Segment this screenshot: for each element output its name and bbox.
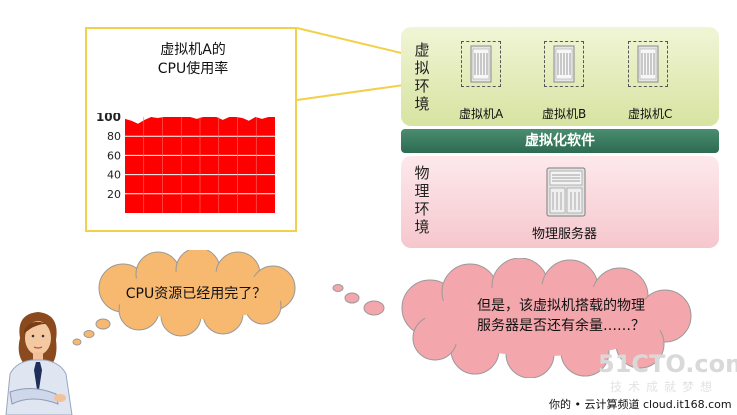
- right-cloud-line2: 服务器是否还有余量……？: [477, 318, 645, 334]
- server-icon: [637, 45, 659, 83]
- virtual-env-label-char: 境: [414, 95, 430, 113]
- virtual-environment-panel: 虚 拟 环 境 虚拟机A 虚拟机B: [401, 27, 719, 126]
- chart-title-line1: 虚拟机A的: [160, 42, 226, 58]
- server-icon: [470, 45, 492, 83]
- physical-env-label-char: 物: [414, 164, 430, 182]
- left-cloud-text: CPU资源已经用完了？: [125, 286, 267, 302]
- virtualization-software-layer: 虚拟化软件: [401, 129, 719, 153]
- virtual-env-label: 虚 拟 环 境: [413, 41, 431, 113]
- vm-a-selection[interactable]: [461, 41, 501, 87]
- y-tick-label: 80: [107, 130, 121, 143]
- y-tick-label: 20: [107, 188, 121, 201]
- thought-cloud-right: [332, 258, 692, 378]
- physical-environment-panel: 物 理 环 境 物理服务器: [401, 156, 719, 248]
- footer-credit: 你的 • 云计算频道 cloud.it168.com: [549, 398, 732, 411]
- physical-env-label-char: 环: [414, 200, 430, 218]
- physical-env-label-char: 境: [414, 218, 430, 236]
- virtual-env-label-char: 虚: [414, 41, 430, 59]
- cpu-area-chart: 100 80 60 40 20: [96, 113, 275, 213]
- chart-title: 虚拟机A的 CPU使用率: [87, 41, 299, 79]
- vm-b-selection[interactable]: [544, 41, 584, 87]
- physical-env-label-char: 理: [414, 182, 430, 200]
- physical-server-label: 物理服务器: [532, 227, 598, 242]
- physical-server-icon: [546, 167, 586, 217]
- cpu-usage-chart-panel: 虚拟机A的 CPU使用率 100 80 60 40 20: [85, 27, 297, 232]
- chart-title-line2: CPU使用率: [157, 61, 229, 77]
- thinking-woman-illustration: [5, 312, 73, 415]
- watermark-logo: 51CTO.com: [598, 350, 737, 378]
- virtual-env-label-char: 拟: [414, 59, 430, 77]
- virtual-env-label-char: 环: [414, 77, 430, 95]
- vm-c-label: 虚拟机C: [628, 107, 673, 121]
- physical-env-label: 物 理 环 境: [413, 164, 431, 236]
- right-cloud-line1: 但是，该虚拟机搭载的物理: [477, 298, 645, 314]
- y-tick-label: 40: [107, 169, 121, 182]
- vm-a-label: 虚拟机A: [459, 107, 504, 121]
- thought-cloud-left: [72, 250, 296, 346]
- vm-b-label: 虚拟机B: [542, 107, 587, 121]
- y-tick-label: 100: [96, 113, 121, 124]
- watermark-slogan: 技术成就梦想: [610, 380, 719, 394]
- y-tick-label: 60: [107, 149, 121, 162]
- vm-c-selection[interactable]: [628, 41, 668, 87]
- server-icon: [553, 45, 575, 83]
- right-cloud-text: 但是，该虚拟机搭载的物理 服务器是否还有余量……？: [436, 296, 686, 336]
